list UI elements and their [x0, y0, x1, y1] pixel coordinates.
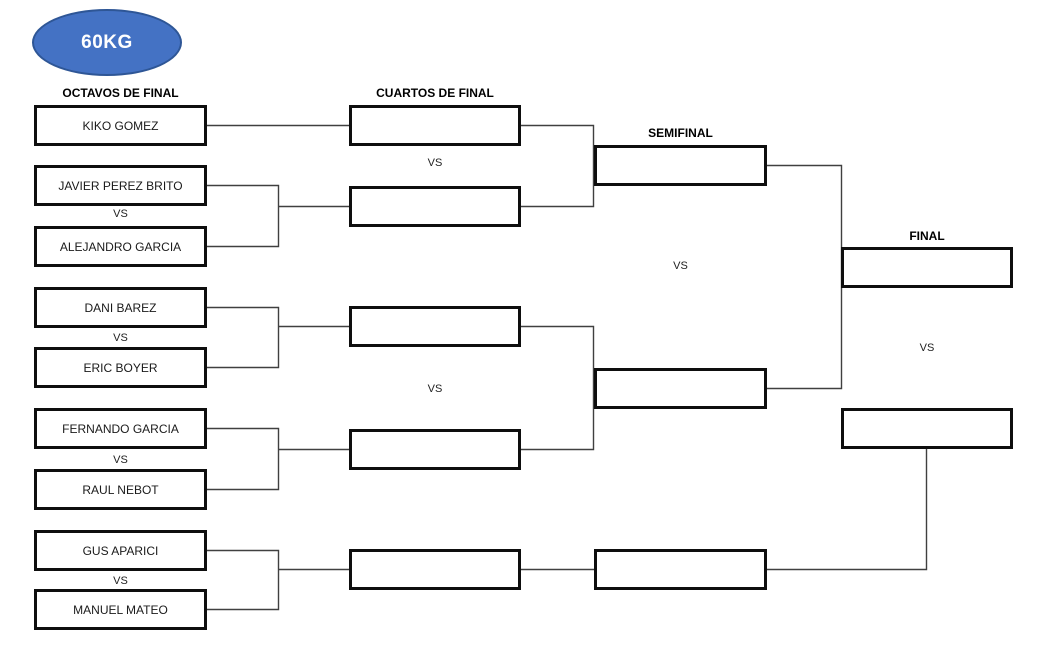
- player-name: GUS APARICI: [82, 543, 159, 558]
- round-header-final: FINAL: [909, 229, 945, 243]
- slot-cuartos-4[interactable]: [349, 429, 521, 470]
- player-name: RAUL NEBOT: [82, 482, 159, 497]
- round-header-semifinal: SEMIFINAL: [648, 126, 713, 140]
- weight-class-badge[interactable]: 60KG: [32, 9, 182, 76]
- slot-octavos-fernando-garcia[interactable]: FERNANDO GARCIA: [34, 408, 207, 449]
- slot-octavos-eric-boyer[interactable]: ERIC BOYER: [34, 347, 207, 388]
- vs-label-octavos-2: VS: [113, 332, 128, 344]
- slot-semifinal-3[interactable]: [594, 549, 767, 590]
- slot-octavos-javier-perez-brito[interactable]: JAVIER PEREZ BRITO: [34, 165, 207, 206]
- slot-cuartos-5[interactable]: [349, 549, 521, 590]
- player-name: JAVIER PEREZ BRITO: [58, 178, 183, 193]
- connector-match4-bracket: [207, 549, 280, 611]
- connector-qf12-to-sf1: [521, 124, 595, 208]
- vs-label-cuartos-1: VS: [427, 157, 443, 169]
- connector-match3-bracket: [207, 427, 280, 491]
- player-name: KIKO GOMEZ: [82, 118, 159, 133]
- vs-label-cuartos-2: VS: [427, 383, 443, 395]
- slot-octavos-dani-barez[interactable]: DANI BAREZ: [34, 287, 207, 328]
- slot-octavos-gus-aparici[interactable]: GUS APARICI: [34, 530, 207, 571]
- vs-label-octavos-3: VS: [113, 454, 128, 466]
- player-name: ERIC BOYER: [83, 360, 158, 375]
- weight-class-label: 60KG: [81, 31, 133, 53]
- slot-semifinal-2[interactable]: [594, 368, 767, 409]
- connector-match2-bracket: [207, 306, 280, 369]
- vs-label-octavos-1: VS: [113, 208, 128, 220]
- slot-cuartos-3[interactable]: [349, 306, 521, 347]
- connector-sf3-to-final2: [767, 449, 928, 571]
- round-header-cuartos: CUARTOS DE FINAL: [376, 86, 494, 100]
- slot-octavos-kiko-gomez[interactable]: KIKO GOMEZ: [34, 105, 207, 146]
- player-name: MANUEL MATEO: [73, 602, 168, 617]
- round-header-octavos: OCTAVOS DE FINAL: [62, 86, 179, 100]
- slot-cuartos-2[interactable]: [349, 186, 521, 227]
- vs-label-octavos-4: VS: [113, 575, 128, 587]
- connector-sf12-to-final1: [767, 164, 843, 390]
- vs-label-semifinal: VS: [673, 260, 688, 272]
- slot-semifinal-1[interactable]: [594, 145, 767, 186]
- slot-cuartos-1[interactable]: [349, 105, 521, 146]
- connector-qf34-to-sf2: [521, 325, 595, 451]
- player-name: ALEJANDRO GARCIA: [59, 239, 182, 254]
- slot-final-2[interactable]: [841, 408, 1013, 449]
- slot-octavos-raul-nebot[interactable]: RAUL NEBOT: [34, 469, 207, 510]
- slot-octavos-manuel-mateo[interactable]: MANUEL MATEO: [34, 589, 207, 630]
- vs-label-final: VS: [919, 342, 935, 354]
- slot-octavos-alejandro-garcia[interactable]: ALEJANDRO GARCIA: [34, 226, 207, 267]
- connector-match1-bracket: [207, 184, 280, 248]
- slot-final-1[interactable]: [841, 247, 1013, 288]
- player-name: DANI BAREZ: [84, 300, 157, 315]
- player-name: FERNANDO GARCIA: [62, 421, 179, 436]
